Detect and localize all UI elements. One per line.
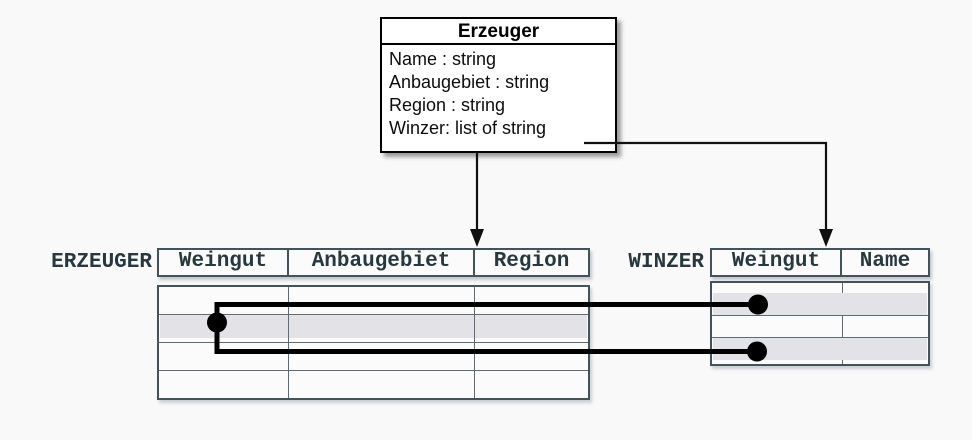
table-cell xyxy=(289,315,475,342)
table-cell xyxy=(475,343,588,370)
table-row xyxy=(159,287,588,315)
table-cell xyxy=(159,343,289,370)
table-header-winzer: Weingut Name xyxy=(710,248,930,277)
arrow-winzer-attribute-line xyxy=(584,141,828,229)
table-grid xyxy=(159,287,588,398)
highlighted-row-band xyxy=(713,338,927,360)
class-attribute-anbaugebiet: Anbaugebiet : string xyxy=(389,72,550,92)
table-header-erzeuger: Weingut Anbaugebiet Region xyxy=(157,248,590,277)
column-header-anbaugebiet: Anbaugebiet xyxy=(289,250,475,275)
table-cell xyxy=(289,287,475,314)
highlighted-row-band xyxy=(713,293,927,315)
table-cell xyxy=(289,371,475,398)
table-label-winzer: WINZER xyxy=(628,251,704,274)
table-body-erzeuger xyxy=(157,285,590,400)
table-cell xyxy=(159,315,289,342)
table-row xyxy=(712,316,928,338)
class-attribute-region: Region : string xyxy=(389,95,506,115)
table-cell xyxy=(712,316,843,337)
table-cell xyxy=(843,316,928,337)
column-header-region: Region xyxy=(493,250,570,273)
table-row xyxy=(159,371,588,398)
table-body-winzer xyxy=(710,281,930,366)
table-cell xyxy=(159,287,289,314)
table-cell xyxy=(475,287,588,314)
column-header-weingut: Weingut xyxy=(159,250,289,275)
table-cell xyxy=(289,343,475,370)
table-cell xyxy=(159,371,289,398)
class-attribute-name: Name : string xyxy=(389,49,497,69)
table-row xyxy=(159,343,588,371)
table-cell xyxy=(475,315,588,342)
table-row xyxy=(159,315,588,343)
class-attribute-list: Name : string Anbaugebiet : string Regio… xyxy=(382,45,615,146)
uml-class-box-erzeuger: Erzeuger Name : string Anbaugebiet : str… xyxy=(380,17,617,153)
table-cell xyxy=(475,371,588,398)
class-title: Erzeuger xyxy=(382,19,615,45)
table-label-erzeuger: ERZEUGER xyxy=(51,251,152,274)
arrowhead-erzeuger-icon xyxy=(470,229,484,247)
column-header-name: Name xyxy=(859,250,911,273)
arrowhead-winzer-icon xyxy=(819,229,833,247)
class-attribute-winzer: Winzer: list of string xyxy=(389,118,547,138)
column-header-weingut: Weingut xyxy=(712,250,842,275)
